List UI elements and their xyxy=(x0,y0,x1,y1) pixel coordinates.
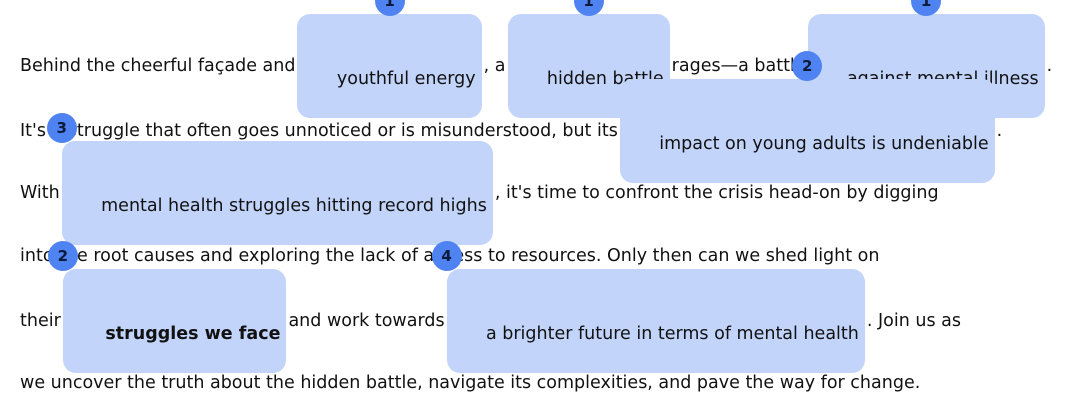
annotation-badge[interactable]: 1 xyxy=(911,0,942,16)
text-segment: . Join us as xyxy=(866,311,961,331)
highlighted-phrase-text: struggles we face xyxy=(105,324,281,344)
annotation-badge[interactable]: 1 xyxy=(374,0,405,16)
text-segment: With xyxy=(20,183,60,203)
highlighted-phrase-text: youthful energy xyxy=(336,69,476,89)
highlighted-phrase-text: a brighter future in terms of mental hea… xyxy=(485,324,859,344)
text-segment: . xyxy=(996,121,1003,141)
annotation-badge[interactable]: 2 xyxy=(792,51,823,81)
highlighted-phrase[interactable]: 3 mental health struggles hitting record… xyxy=(46,113,493,245)
text-segment: . xyxy=(1046,56,1053,76)
text-segment: their xyxy=(20,311,61,331)
text-line: Behind the cheerful façade and 1 youthfu… xyxy=(20,0,1053,118)
highlighted-phrase[interactable]: 4 a brighter future in terms of mental h… xyxy=(431,241,865,373)
highlighted-phrase-text: impact on young adults is undeniable xyxy=(659,134,989,154)
annotation-badge[interactable]: 3 xyxy=(46,113,77,143)
highlighted-phrase[interactable]: 1 hidden battle xyxy=(507,0,670,118)
text-segment: , a xyxy=(483,56,506,76)
text-segment: , it's time to confront the crisis head-… xyxy=(494,183,939,203)
text-segment: rages—a battle xyxy=(671,56,806,76)
text-line: With 3 mental health struggles hitting r… xyxy=(20,113,939,245)
highlighted-phrase[interactable]: 2 struggles we face xyxy=(47,241,287,373)
annotation-badge[interactable]: 4 xyxy=(431,241,462,271)
annotation-badge[interactable]: 1 xyxy=(573,0,604,16)
text-segment: and work towards xyxy=(288,311,445,331)
text-line: we uncover the truth about the hidden ba… xyxy=(20,370,920,396)
text-line: their 2 struggles we face and work towar… xyxy=(20,241,961,373)
text-line: into the root causes and exploring the l… xyxy=(20,243,879,269)
highlighted-phrase[interactable]: 2 impact on young adults is undeniable xyxy=(619,51,995,183)
annotation-badge[interactable]: 2 xyxy=(47,241,78,271)
highlighted-phrase[interactable]: 1 youthful energy xyxy=(297,0,482,118)
text-segment: Behind the cheerful façade and xyxy=(20,56,296,76)
text-segment: into the root causes and exploring the l… xyxy=(20,246,880,266)
text-segment: It's a struggle that often goes unnotice… xyxy=(20,121,618,141)
highlighted-phrase-text: mental health struggles hitting record h… xyxy=(101,196,487,216)
text-segment: we uncover the truth about the hidden ba… xyxy=(20,373,921,393)
text-line: It's a struggle that often goes unnotice… xyxy=(20,51,1003,183)
